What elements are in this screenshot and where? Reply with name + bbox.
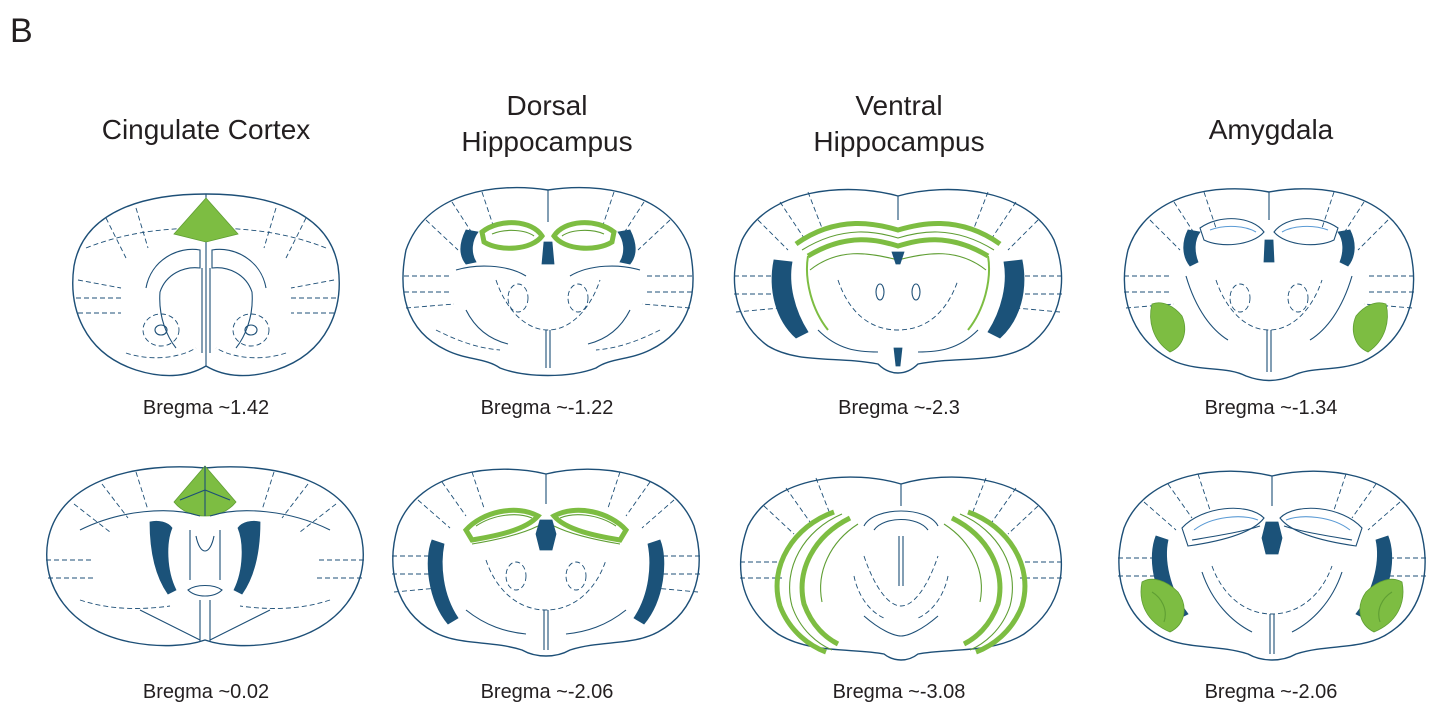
brain-section-ventral-1: [728, 180, 1068, 382]
title-line: Dorsal: [397, 88, 697, 124]
title-ventral-hippocampus: Ventral Hippocampus: [749, 88, 1049, 160]
title-dorsal-hippocampus: Dorsal Hippocampus: [397, 88, 697, 160]
brain-section-cingulate-2: [40, 460, 370, 656]
caption-amygdala-2: Bregma ~-2.06: [1121, 680, 1421, 704]
caption-cingulate-1: Bregma ~1.42: [56, 396, 356, 420]
caption-amygdala-1: Bregma ~-1.34: [1121, 396, 1421, 420]
title-line: Hippocampus: [397, 124, 697, 160]
caption-cingulate-2: Bregma ~0.02: [56, 680, 356, 704]
brain-section-dorsal-2: [386, 460, 706, 660]
title-cingulate-cortex: Cingulate Cortex: [56, 112, 356, 148]
title-amygdala: Amygdala: [1121, 112, 1421, 148]
title-line: Cingulate Cortex: [56, 112, 356, 148]
caption-ventral-2: Bregma ~-3.08: [749, 680, 1049, 704]
caption-dorsal-2: Bregma ~-2.06: [397, 680, 697, 704]
brain-section-cingulate-1: [66, 188, 346, 384]
title-line: Ventral: [749, 88, 1049, 124]
caption-dorsal-1: Bregma ~-1.22: [397, 396, 697, 420]
panel-letter: B: [10, 12, 33, 51]
brain-section-dorsal-1: [396, 180, 700, 380]
caption-ventral-1: Bregma ~-2.3: [749, 396, 1049, 420]
brain-section-ventral-2: [734, 466, 1068, 666]
brain-section-amygdala-2: [1112, 462, 1432, 664]
title-line: Amygdala: [1121, 112, 1421, 148]
title-line: Hippocampus: [749, 124, 1049, 160]
brain-section-amygdala-1: [1116, 180, 1422, 384]
